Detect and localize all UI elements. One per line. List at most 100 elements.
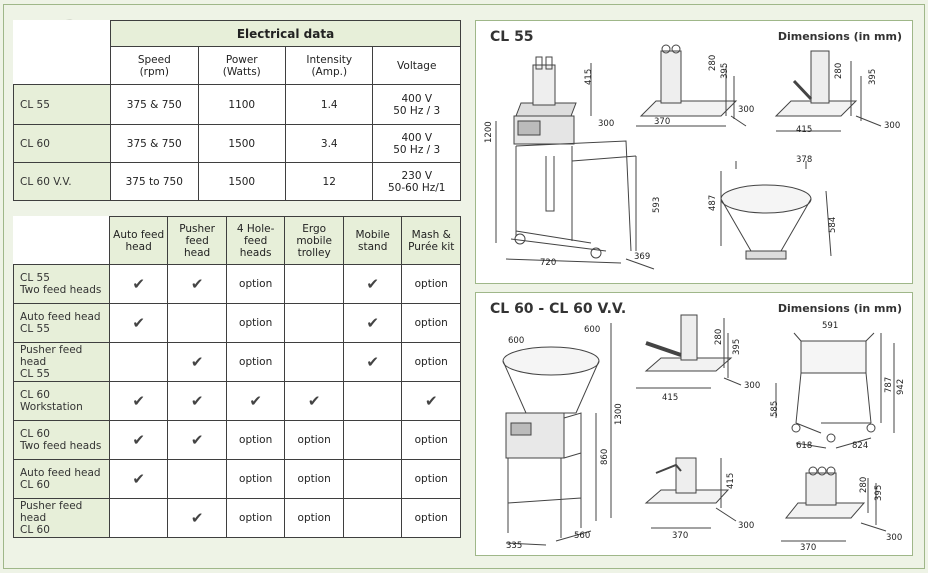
option-cell: option: [225, 264, 286, 304]
option-cell: option: [225, 498, 286, 538]
dim-label: 370: [800, 543, 817, 553]
option-cell: option: [401, 420, 461, 460]
option-cell: option: [401, 498, 461, 538]
empty-cell: [167, 459, 227, 499]
dim-label: 415: [662, 393, 679, 403]
dim-label: 591: [822, 321, 839, 331]
dim-label: 395: [720, 62, 730, 79]
dim-label: 300: [884, 121, 901, 131]
check-icon: ✔: [167, 264, 227, 304]
check-icon: ✔: [167, 342, 227, 382]
check-icon: ✔: [342, 303, 403, 343]
check-icon: ✔: [342, 342, 403, 382]
dim-label: 280: [714, 328, 724, 345]
dim-label: 280: [708, 54, 718, 71]
cl55-dimensions-panel: CL 55 Dimensions (in mm): [475, 20, 913, 284]
check-icon: ✔: [167, 381, 227, 421]
option-cell: option: [401, 459, 461, 499]
dim-label: 415: [584, 68, 594, 85]
dim-label: 600: [508, 336, 525, 346]
option-cell: option: [401, 342, 461, 382]
dim-label: 370: [654, 117, 671, 127]
dim-label: 280: [834, 62, 844, 79]
dim-label: 600: [584, 325, 601, 335]
check-icon: ✔: [108, 381, 169, 421]
dim-label: 370: [672, 531, 689, 541]
empty-cell: [108, 498, 169, 538]
dim-label: 395: [868, 68, 878, 85]
option-cell: option: [284, 459, 344, 499]
cell-power: 1100: [197, 84, 287, 125]
cell-intensity: 12: [284, 162, 374, 201]
check-icon: ✔: [108, 459, 169, 499]
dim-label: 300: [886, 533, 903, 543]
check-icon: ✔: [225, 381, 286, 421]
dim-label: 300: [738, 105, 755, 115]
cl55-drawings: [495, 44, 882, 270]
dim-label: 720: [540, 258, 557, 268]
empty-cell: [342, 381, 403, 421]
dimensions-label: Dimensions (in mm): [777, 302, 902, 315]
dim-label: 942: [896, 378, 906, 395]
check-icon: ✔: [284, 381, 344, 421]
empty-cell: [342, 420, 403, 460]
cell-speed: 375 & 750: [110, 124, 199, 163]
dim-label: 300: [744, 381, 761, 391]
empty-cell: [284, 264, 344, 304]
cell-speed: 375 to 750: [110, 162, 199, 201]
check-icon: ✔: [108, 264, 169, 304]
dim-label: 584: [828, 216, 838, 233]
row-label: CL 55: [12, 84, 112, 125]
dim-label: 415: [726, 472, 736, 489]
option-cell: option: [225, 459, 286, 499]
cell-intensity: 3.4: [284, 124, 374, 163]
cell-power: 1500: [197, 124, 287, 163]
dim-label: 300: [738, 521, 755, 531]
empty-cell: [342, 459, 403, 499]
dim-label: 1300: [614, 403, 624, 425]
check-icon: ✔: [342, 264, 403, 304]
option-cell: option: [225, 303, 286, 343]
check-icon: ✔: [108, 420, 169, 460]
dim-label: 618: [796, 441, 813, 451]
header-voltage: Voltage: [372, 46, 461, 85]
option-cell: option: [401, 303, 461, 343]
dim-label: 824: [852, 441, 869, 451]
dim-label: 593: [652, 196, 662, 213]
empty-cell: [167, 303, 227, 343]
dimensions-label: Dimensions (in mm): [777, 30, 902, 43]
row-label: CL 60: [12, 124, 112, 163]
empty-cell: [342, 498, 403, 538]
dim-label: 560: [574, 531, 591, 541]
header-power: Power(Watts): [197, 46, 287, 85]
check-icon: ✔: [108, 303, 169, 343]
cell-intensity: 1.4: [284, 84, 374, 125]
check-icon: ✔: [167, 420, 227, 460]
dim-label: 280: [859, 476, 869, 493]
cell-speed: 375 & 750: [110, 84, 199, 125]
dim-label: 300: [598, 119, 615, 129]
dim-label: 395: [732, 338, 742, 355]
dim-label: 415: [796, 125, 813, 135]
cell-power: 1500: [197, 162, 287, 201]
empty-cell: [284, 342, 344, 382]
cl60-dimensions-panel: CL 60 - CL 60 V.V. Dimensions (in mm): [475, 292, 913, 556]
